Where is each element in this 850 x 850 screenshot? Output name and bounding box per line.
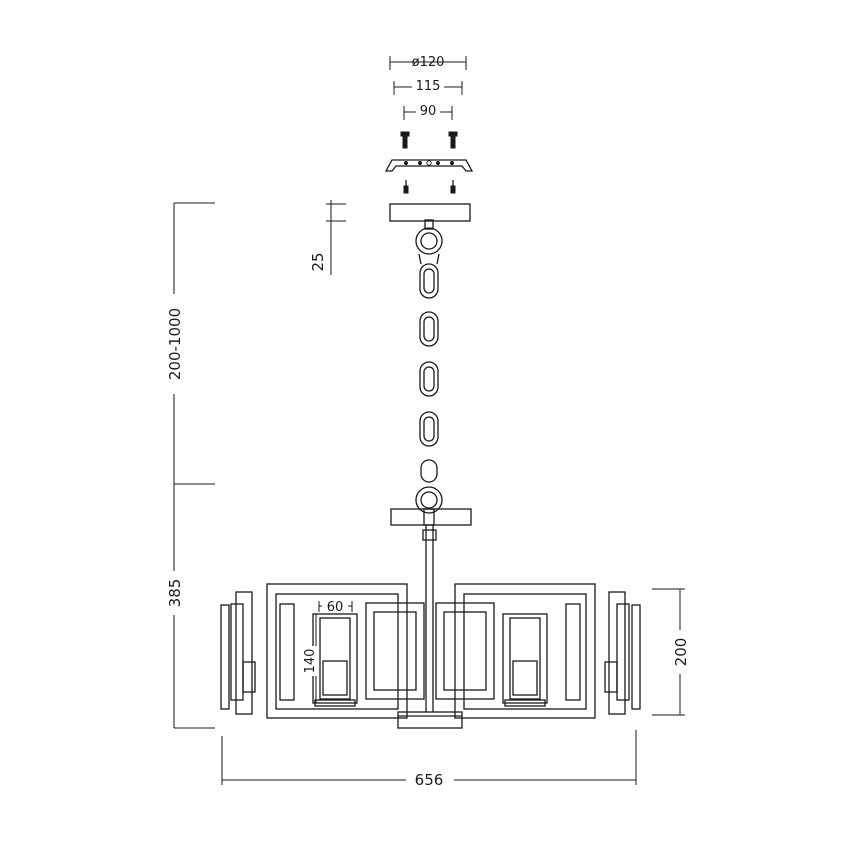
drop-range-dimension: 200-1000 (164, 202, 215, 485)
overall-width-label: 656 (415, 771, 444, 789)
mount-spacing-dimension: 90 (403, 103, 453, 120)
body-height-dimension: 385 (164, 484, 215, 729)
shade-height-dimension: 200 (652, 588, 690, 716)
canopy-diameter-dimension: ø120 (389, 55, 467, 70)
mounting-screw-icon (400, 131, 458, 149)
drop-range-label: 200-1000 (166, 308, 184, 380)
lamp-height-dimension: 140 (303, 614, 319, 703)
canopy-height-label: 25 (309, 252, 327, 271)
lamp-height-label: 140 (303, 649, 318, 674)
side-lamp-right (604, 661, 618, 693)
bracket-screw-icon (403, 180, 456, 194)
lamp-width-dimension: 60 (318, 599, 353, 615)
lamp-width-label: 60 (327, 600, 344, 615)
body-top-plate (390, 508, 472, 526)
canopy-width-dimension: 115 (393, 78, 463, 95)
lamp-shade-right (502, 613, 548, 707)
overall-width-dimension: 656 (221, 730, 637, 789)
suspension-chain (415, 219, 443, 514)
mounting-bracket (384, 159, 474, 172)
center-rod (422, 525, 437, 712)
lamp-shade-left (312, 613, 358, 707)
chandelier-frame (220, 583, 641, 729)
side-lamp-left (242, 661, 256, 693)
mount-spacing-label: 90 (420, 104, 437, 119)
canopy-height-dimension: 25 (309, 200, 346, 275)
shade-height-label: 200 (672, 638, 690, 667)
canopy-width-label: 115 (416, 79, 441, 94)
body-height-label: 385 (166, 579, 184, 608)
canopy-diameter-label: ø120 (412, 55, 445, 70)
ceiling-canopy (389, 203, 471, 222)
